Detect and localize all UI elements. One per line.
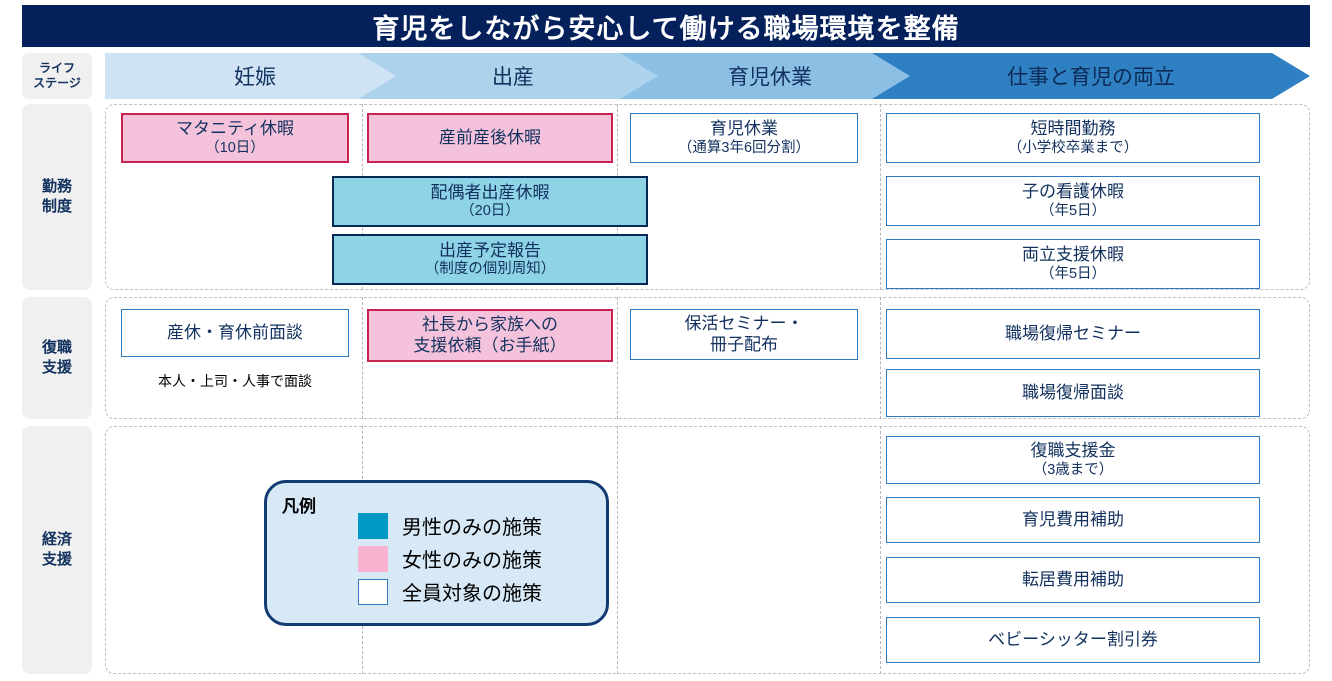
lifestage-arrow-pregnancy[interactable]: 妊娠 xyxy=(105,53,405,99)
legend-swatch-female xyxy=(358,545,388,572)
measure-line1: ベビーシッター割引券 xyxy=(988,629,1158,649)
measure-box-short-time-work[interactable]: 短時間勤務 （小学校卒業まで） xyxy=(886,113,1260,163)
measure-line1: 育児休業 xyxy=(709,119,778,139)
measure-line1: 復職支援金 xyxy=(1030,441,1116,461)
measure-box-expected-birth-report[interactable]: 出産予定報告 （制度の個別周知） xyxy=(332,234,648,285)
lifestage-arrow-label: 仕事と育児の両立 xyxy=(1007,66,1175,89)
measure-box-president-family-letter[interactable]: 社長から家族への 支援依頼（お手紙） xyxy=(367,309,613,362)
lifestage-arrow-label: 育児休業 xyxy=(728,66,812,89)
measure-line1: 短時間勤務 xyxy=(1030,119,1116,139)
measure-box-balance-support-leave[interactable]: 両立支援休暇 （年5日） xyxy=(886,239,1260,289)
measure-box-pre-leave-interview[interactable]: 産休・育休前面談 xyxy=(121,309,349,357)
measure-box-child-nursing-leave[interactable]: 子の看護休暇 （年5日） xyxy=(886,176,1260,226)
measure-line1: 職場復帰セミナー xyxy=(1005,323,1141,343)
lifestage-axis-label-line1: ライフ xyxy=(38,61,75,75)
column-divider-5 xyxy=(617,297,618,419)
measure-box-nursery-seminar[interactable]: 保活セミナー・ 冊子配布 xyxy=(630,309,858,360)
lifestage-arrow-childcare-leave[interactable]: 育児休業 xyxy=(620,53,920,99)
row-label-line1: 勤務 xyxy=(41,177,72,195)
measure-box-childcare-cost-subsidy[interactable]: 育児費用補助 xyxy=(886,497,1260,543)
measure-line1: 産前産後休暇 xyxy=(439,127,541,147)
column-divider-9 xyxy=(880,426,881,674)
legend-swatch-all xyxy=(358,578,388,605)
measure-line1: 育児費用補助 xyxy=(1022,509,1124,529)
legend-title: 凡例 xyxy=(282,497,316,516)
measure-line2: 冊子配布 xyxy=(710,334,778,354)
legend-entry-female-only: 女性のみの施策 xyxy=(358,542,542,575)
row-label-return-support: 復職 支援 xyxy=(22,297,92,419)
row-label-line1: 復職 xyxy=(41,338,72,356)
measure-line2: （20日） xyxy=(460,203,520,219)
lifestage-arrow-label: 出産 xyxy=(492,66,534,89)
row-label-line2: 支援 xyxy=(41,551,72,568)
measure-line1: 転居費用補助 xyxy=(1022,569,1124,589)
row-label-line1: 経済 xyxy=(41,530,72,548)
lifestage-arrow-childbirth[interactable]: 出産 xyxy=(358,53,668,99)
row-label-work-system: 勤務 制度 xyxy=(22,104,92,290)
measure-line1: 産休・育休前面談 xyxy=(167,322,303,342)
pre-leave-interview-note: 本人・上司・人事で面談 xyxy=(121,370,349,392)
row-label-financial-support: 経済 支援 xyxy=(22,426,92,674)
measure-box-prenatal-postnatal-leave[interactable]: 産前産後休暇 xyxy=(367,113,613,163)
measure-line2: （制度の個別周知） xyxy=(424,261,556,277)
lifestage-arrow-work-childcare-balance[interactable]: 仕事と育児の両立 xyxy=(872,53,1310,99)
measure-line2: （年5日） xyxy=(1039,202,1107,219)
page-title-text: 育児をしながら安心して働ける職場環境を整備 xyxy=(372,13,960,44)
measure-line1: 子の看護休暇 xyxy=(1022,182,1124,202)
legend-label: 全員対象の施策 xyxy=(402,583,542,605)
legend-entry-all-employees: 全員対象の施策 xyxy=(358,575,542,608)
measure-line2: （小学校卒業まで） xyxy=(1007,139,1139,156)
measure-box-spouse-childbirth-leave[interactable]: 配偶者出産休暇 （20日） xyxy=(332,176,648,227)
measure-line1: 職場復帰面談 xyxy=(1022,382,1124,402)
note-text: 本人・上司・人事で面談 xyxy=(158,373,312,389)
measure-box-relocation-cost-subsidy[interactable]: 転居費用補助 xyxy=(886,557,1260,603)
column-divider-3 xyxy=(880,104,881,290)
lifestage-arrow-label: 妊娠 xyxy=(234,66,276,89)
measure-line1: 社長から家族への xyxy=(422,315,558,335)
measure-box-return-to-work-seminar[interactable]: 職場復帰セミナー xyxy=(886,309,1260,359)
measure-box-return-to-work-interview[interactable]: 職場復帰面談 xyxy=(886,369,1260,417)
page-title: 育児をしながら安心して働ける職場環境を整備 xyxy=(22,5,1310,47)
measure-box-childcare-leave[interactable]: 育児休業 （通算3年6回分割） xyxy=(630,113,858,163)
measure-line2: （年5日） xyxy=(1039,265,1107,282)
column-divider-4 xyxy=(362,297,363,419)
column-divider-8 xyxy=(617,426,618,674)
lifestage-axis-label: ライフ ステージ xyxy=(22,53,92,99)
measure-box-babysitter-voucher[interactable]: ベビーシッター割引券 xyxy=(886,617,1260,663)
measure-line2: 支援依頼（お手紙） xyxy=(413,335,567,355)
measure-line2: （10日） xyxy=(205,139,265,156)
legend-label: 男性のみの施策 xyxy=(402,517,542,539)
measure-line1: 出産予定報告 xyxy=(439,240,541,260)
legend-box xyxy=(264,480,609,626)
row-label-line2: 支援 xyxy=(41,359,72,376)
legend-label: 女性のみの施策 xyxy=(402,550,542,572)
row-label-line2: 制度 xyxy=(41,198,72,215)
measure-line1: 配偶者出産休暇 xyxy=(430,182,550,202)
measure-line2: （通算3年6回分割） xyxy=(677,139,811,156)
measure-box-maternity-leave[interactable]: マタニティ休暇 （10日） xyxy=(121,113,349,163)
measure-line2: （3歳まで） xyxy=(1032,461,1114,478)
legend-swatch-male xyxy=(358,512,388,539)
legend-entry-male-only: 男性のみの施策 xyxy=(358,509,542,542)
lifestage-axis-label-line2: ステージ xyxy=(33,76,81,90)
measure-line1: 両立支援休暇 xyxy=(1022,245,1124,265)
measure-box-return-support-allowance[interactable]: 復職支援金 （3歳まで） xyxy=(886,436,1260,484)
measure-line1: 保活セミナー・ xyxy=(684,314,804,334)
measure-line1: マタニティ休暇 xyxy=(176,119,294,139)
column-divider-6 xyxy=(880,297,881,419)
